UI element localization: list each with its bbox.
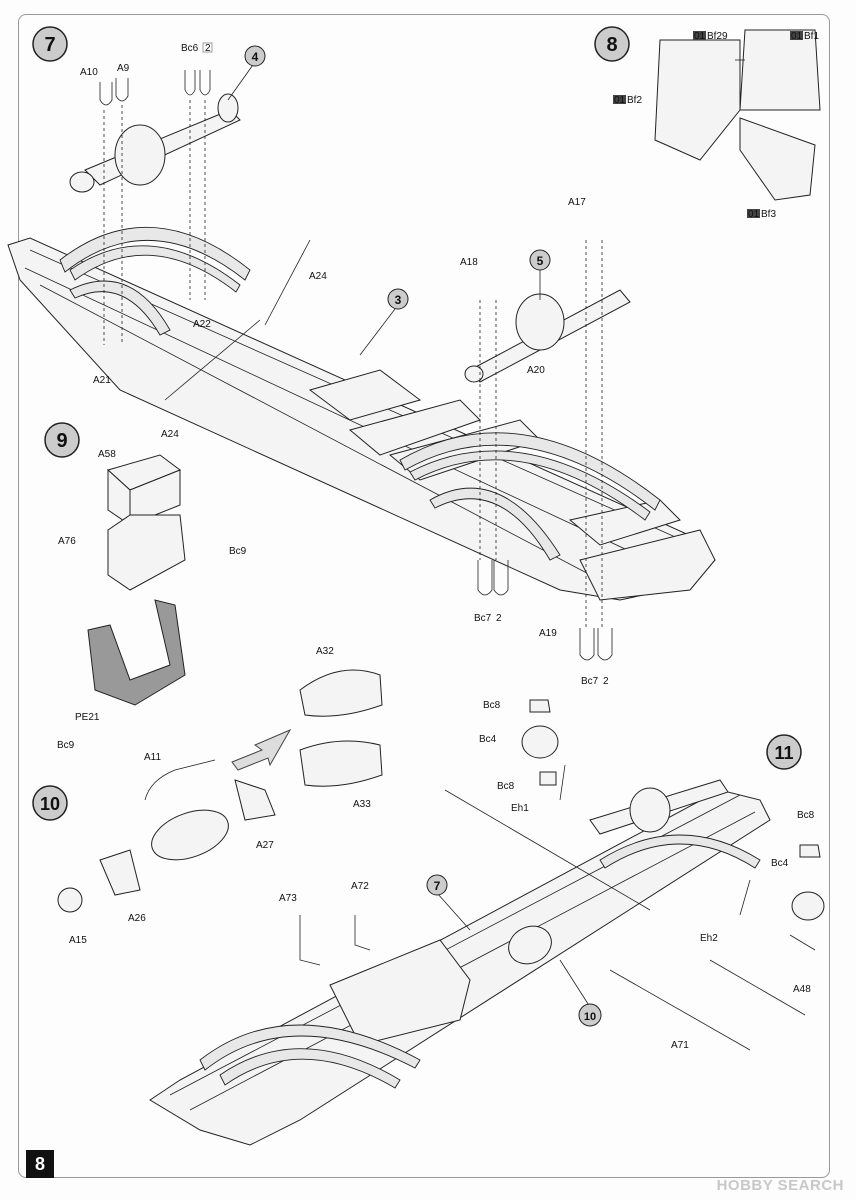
rear-leaf-spring bbox=[399, 432, 661, 561]
svg-text:11: 11 bbox=[774, 743, 793, 763]
label-bf2: Bf2 bbox=[627, 95, 642, 106]
air-filter-assembly bbox=[57, 759, 276, 913]
callout-4: 4 bbox=[244, 45, 266, 67]
svg-text:01: 01 bbox=[791, 31, 803, 42]
step-10-badge: 10 bbox=[32, 785, 68, 821]
step-9-badge: 9 bbox=[44, 422, 80, 458]
part-labels: Bc6 2 A10 A9 A22 A21 A24 A24 01 Bf29 01 … bbox=[57, 31, 819, 1051]
label-a24-top: A24 bbox=[309, 271, 327, 282]
u-bolts-bc7 bbox=[477, 240, 613, 661]
callout-7: 7 bbox=[426, 874, 448, 896]
page-number: 8 bbox=[26, 1150, 54, 1178]
label-bc8-c: Bc8 bbox=[797, 810, 815, 821]
label-a72: A72 bbox=[351, 881, 369, 892]
label-a24-bottom: A24 bbox=[161, 429, 179, 440]
leader-lines bbox=[164, 61, 806, 1016]
brake-drum-parts bbox=[521, 699, 825, 951]
svg-text:9: 9 bbox=[56, 430, 67, 452]
u-bolts-a9-a10 bbox=[99, 78, 129, 345]
label-a32: A32 bbox=[316, 646, 334, 657]
label-eh1: Eh1 bbox=[511, 803, 529, 814]
label-a58: A58 bbox=[98, 449, 116, 460]
front-axle bbox=[69, 93, 241, 193]
step-8-badge: 8 bbox=[594, 26, 630, 62]
fuel-tank-halves bbox=[299, 669, 383, 787]
step-7-badge: 7 bbox=[32, 26, 68, 62]
callout-10: 10 bbox=[578, 1003, 602, 1027]
label-bf29: Bf29 bbox=[707, 31, 728, 42]
levers-a72-a73 bbox=[299, 915, 371, 966]
label-a15: A15 bbox=[69, 935, 87, 946]
direction-arrow bbox=[231, 728, 292, 771]
label-bc4-a: Bc4 bbox=[479, 734, 497, 745]
svg-text:2: 2 bbox=[496, 613, 502, 624]
label-a20: A20 bbox=[527, 365, 545, 376]
label-bf1: Bf1 bbox=[804, 31, 819, 42]
lower-rear-spring bbox=[199, 1024, 421, 1089]
battery-box bbox=[87, 454, 186, 706]
tie-rod-a71 bbox=[609, 969, 751, 1051]
svg-text:5: 5 bbox=[537, 254, 544, 268]
label-bc6-qty: 2 bbox=[205, 43, 211, 54]
label-bc9-b: Bc9 bbox=[57, 740, 75, 751]
svg-text:8: 8 bbox=[606, 34, 617, 56]
label-bc8-a: Bc8 bbox=[483, 700, 501, 711]
label-eh2: Eh2 bbox=[700, 933, 718, 944]
u-bolts-bc6 bbox=[184, 70, 211, 300]
lower-front-axle bbox=[589, 779, 761, 869]
label-bf3: Bf3 bbox=[761, 209, 776, 220]
svg-text:01: 01 bbox=[614, 95, 626, 106]
page-border bbox=[18, 14, 830, 1178]
label-a73: A73 bbox=[279, 893, 297, 904]
label-bc7-a: Bc7 bbox=[474, 613, 492, 624]
label-a17: A17 bbox=[568, 197, 586, 208]
svg-text:01: 01 bbox=[748, 209, 760, 220]
label-bc4-b: Bc4 bbox=[771, 858, 789, 869]
svg-text:10: 10 bbox=[584, 1011, 596, 1023]
label-a9: A9 bbox=[117, 63, 130, 74]
front-leaf-spring bbox=[59, 226, 251, 336]
svg-text:3: 3 bbox=[395, 293, 402, 307]
label-bc7-b: Bc7 bbox=[581, 676, 599, 687]
svg-text:7: 7 bbox=[434, 879, 441, 893]
label-a19: A19 bbox=[539, 628, 557, 639]
label-a27: A27 bbox=[256, 840, 274, 851]
svg-text:01: 01 bbox=[694, 31, 706, 42]
label-a18: A18 bbox=[460, 257, 478, 268]
label-a22: A22 bbox=[193, 319, 211, 330]
label-a11: A11 bbox=[144, 752, 161, 763]
label-a33: A33 bbox=[353, 799, 371, 810]
label-a26: A26 bbox=[128, 913, 146, 924]
step-11-badge: 11 bbox=[766, 734, 802, 770]
label-a21: A21 bbox=[93, 375, 111, 386]
label-bc9-a: Bc9 bbox=[229, 546, 247, 557]
svg-text:4: 4 bbox=[252, 50, 259, 64]
svg-text:7: 7 bbox=[44, 34, 55, 56]
label-pe21: PE21 bbox=[75, 712, 100, 723]
label-a71: A71 bbox=[671, 1040, 689, 1051]
rear-axle bbox=[464, 289, 631, 383]
watermark-text: HOBBY SEARCH bbox=[716, 1177, 844, 1194]
label-a48: A48 bbox=[793, 984, 811, 995]
callout-3: 3 bbox=[387, 288, 409, 310]
svg-text:2: 2 bbox=[603, 676, 609, 687]
label-a10: A10 bbox=[80, 67, 98, 78]
cab-parts bbox=[654, 29, 821, 201]
label-a76: A76 bbox=[58, 536, 76, 547]
svg-text:10: 10 bbox=[40, 794, 60, 814]
callout-5: 5 bbox=[529, 249, 551, 271]
label-bc8-b: Bc8 bbox=[497, 781, 515, 792]
label-bc6: Bc6 bbox=[181, 43, 199, 54]
